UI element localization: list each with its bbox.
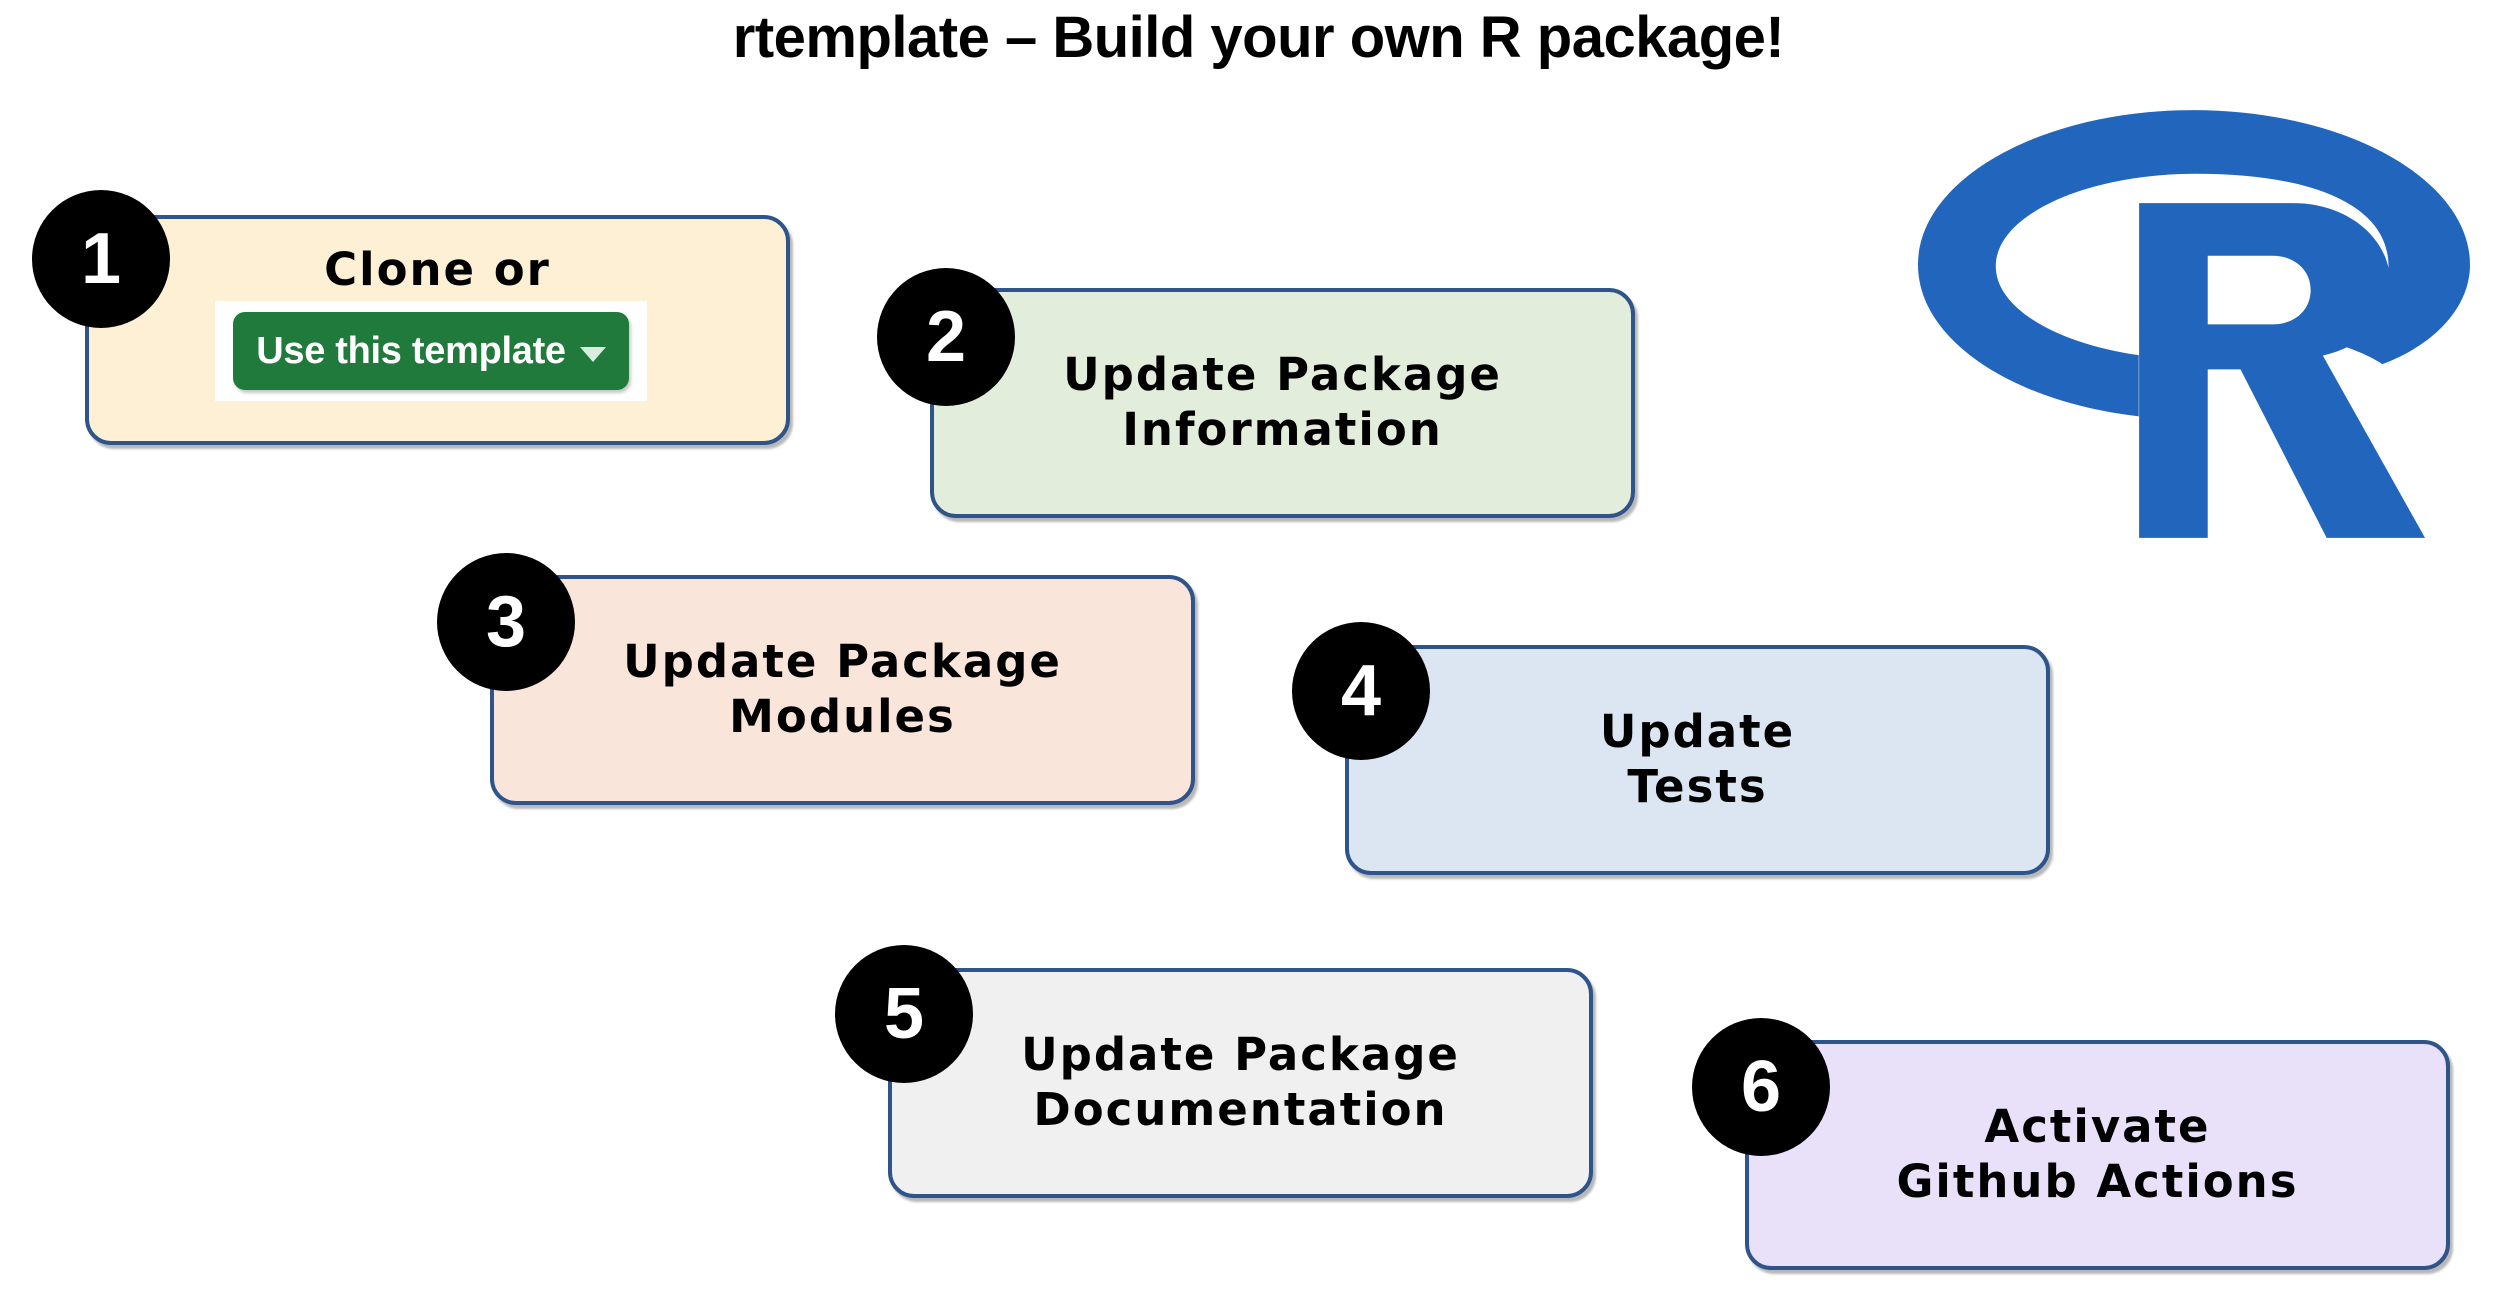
step-2-number: 2	[925, 297, 967, 377]
step-4-box	[1345, 645, 2050, 875]
use-this-template-button-label: Use this template	[256, 329, 566, 372]
step-4-number: 4	[1340, 651, 1382, 731]
step-3-number: 3	[485, 582, 527, 662]
step-5-number: 5	[883, 974, 925, 1054]
step-2-box	[930, 288, 1635, 518]
step-6-number-badge: 6	[1692, 1018, 1830, 1156]
step-5: Update Package Documentation	[888, 968, 1593, 1198]
step-6-number: 6	[1740, 1047, 1782, 1127]
step-1: Clone or Use this template	[85, 215, 790, 445]
use-this-template-button[interactable]: Use this template	[233, 312, 629, 390]
step-1-number: 1	[80, 219, 122, 299]
step-3: Update Package Modules	[490, 575, 1195, 805]
step-4: Update Tests	[1345, 645, 2050, 875]
step-3-number-badge: 3	[437, 553, 575, 691]
step-6-box	[1745, 1040, 2450, 1270]
step-5-box	[888, 968, 1593, 1198]
use-this-template-button-backdrop: Use this template	[215, 301, 647, 401]
page-title: rtemplate – Build your own R package!	[732, 5, 1785, 70]
step-2: Update Package Information	[930, 288, 1635, 518]
r-language-logo	[1918, 108, 2470, 540]
chevron-down-icon[interactable]	[579, 346, 606, 362]
step-6: Activate Github Actions	[1745, 1040, 2450, 1270]
step-2-number-badge: 2	[877, 268, 1015, 406]
step-3-box	[490, 575, 1195, 805]
step-5-number-badge: 5	[835, 945, 973, 1083]
step-1-number-badge: 1	[32, 190, 170, 328]
step-4-number-badge: 4	[1292, 622, 1430, 760]
r-logo-svg	[1918, 110, 2470, 538]
